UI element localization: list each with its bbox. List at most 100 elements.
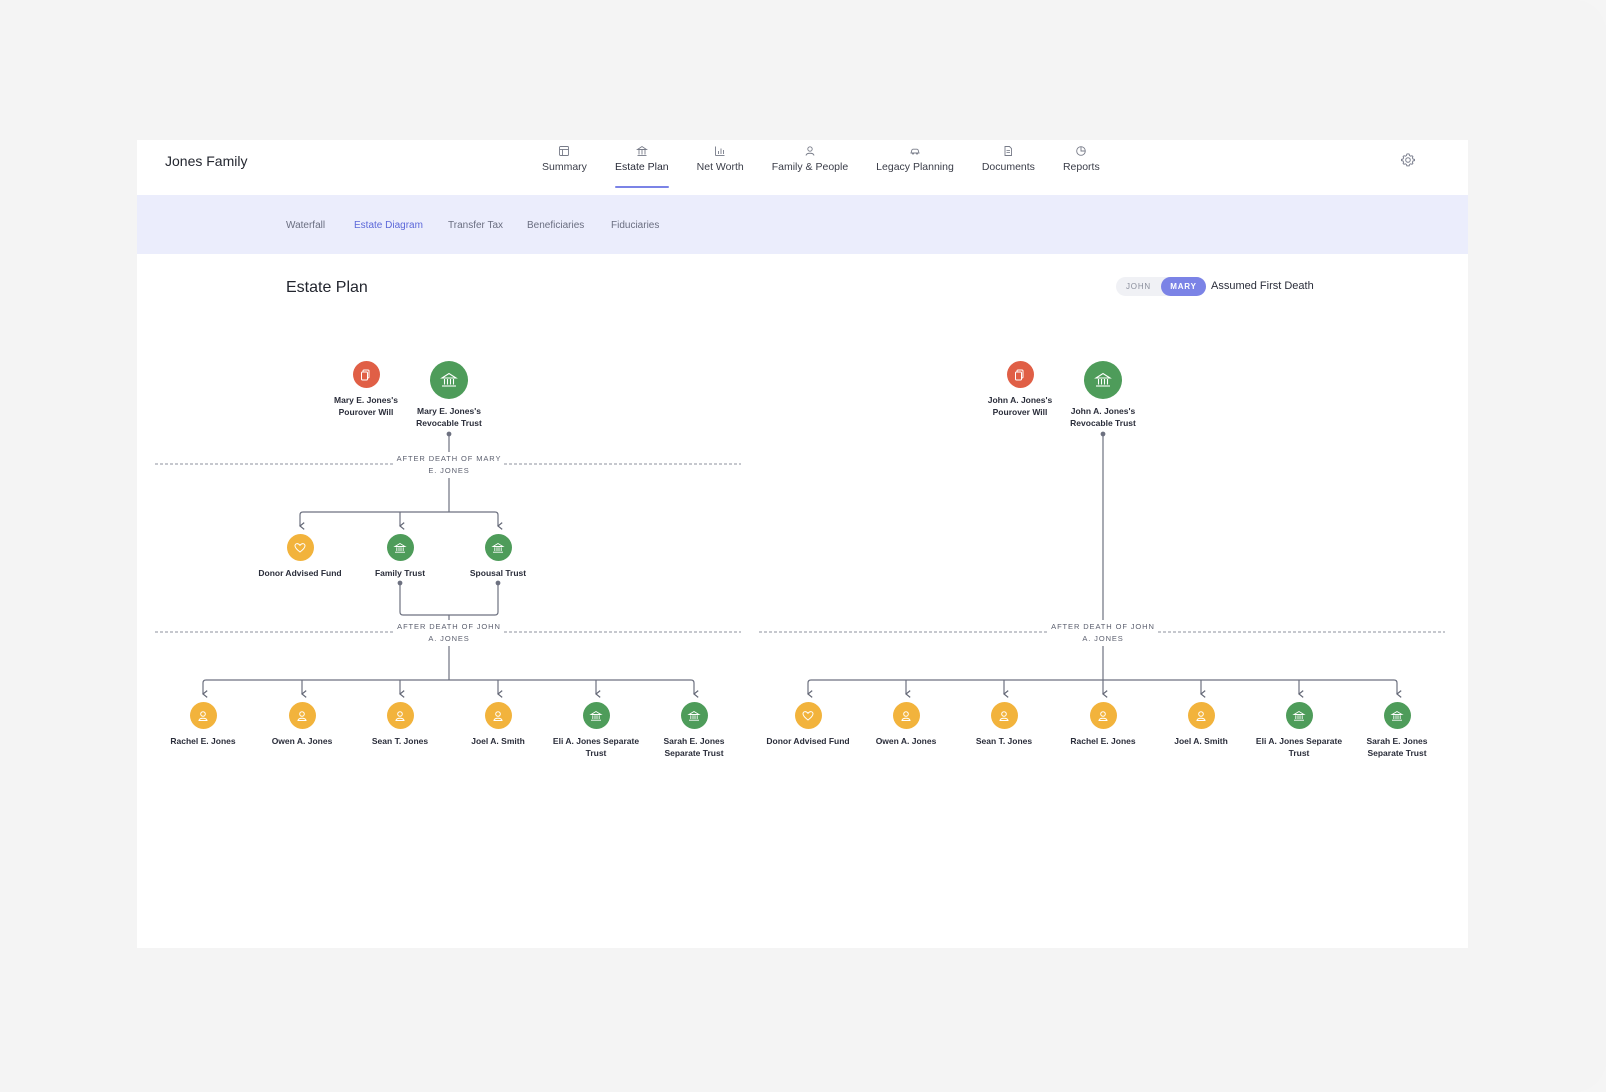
tab-label: Net Worth (696, 161, 744, 173)
sub-navigation: Waterfall Estate Diagram Transfer Tax Be… (137, 195, 1468, 254)
person-icon (395, 710, 405, 721)
top-navigation: Jones Family Summary Estate Plan Net Wor… (137, 140, 1468, 195)
heart-hand-icon (294, 542, 306, 553)
tab-net-worth[interactable]: Net Worth (697, 144, 744, 188)
toggle-mary[interactable]: MARY (1161, 277, 1206, 296)
node-label: Donor Advised Fund (766, 736, 850, 746)
bank-icon (589, 710, 603, 721)
first-death-toggle[interactable]: JOHN MARY (1116, 277, 1206, 296)
bank-icon (1094, 372, 1112, 387)
node-label: Sean T. Jones (975, 736, 1033, 746)
node-label: Sarah E. Jones Separate Trust (663, 736, 725, 758)
node-mary-revocable-trust[interactable]: Mary E. Jones's Revocable Trust (404, 361, 494, 429)
node-sean-t-jones-right[interactable]: Sean T. Jones (959, 702, 1049, 747)
person-icon (297, 710, 307, 721)
node-donor-advised-fund-left[interactable]: Donor Advised Fund (255, 534, 345, 579)
subnav-estate-diagram[interactable]: Estate Diagram (354, 220, 423, 231)
bank-icon (1292, 710, 1306, 721)
car-icon (910, 148, 920, 155)
node-label: Owen A. Jones (271, 736, 333, 746)
bank-icon (1390, 710, 1404, 721)
subnav-waterfall[interactable]: Waterfall (286, 220, 326, 231)
node-joel-a-smith-left[interactable]: Joel A. Smith (453, 702, 543, 747)
tab-family-people[interactable]: Family & People (772, 144, 848, 188)
node-eli-separate-trust-left[interactable]: Eli A. Jones Separate Trust (551, 702, 641, 759)
tab-label: Family & People (771, 161, 849, 173)
tab-documents[interactable]: Documents (982, 144, 1035, 188)
node-label: Donor Advised Fund (258, 568, 342, 578)
summary-icon (559, 146, 570, 156)
person-icon (1098, 710, 1108, 721)
node-label: Sarah E. Jones Separate Trust (1366, 736, 1428, 758)
node-label: Mary E. Jones's Pourover Will (334, 395, 398, 417)
node-label: Eli A. Jones Separate Trust (1255, 736, 1343, 758)
bank-icon (491, 542, 505, 553)
node-label: Family Trust (374, 568, 426, 578)
tab-legacy-planning[interactable]: Legacy Planning (876, 144, 954, 188)
estate-diagram: AFTER DEATH OF MARY E. JONES AFTER DEATH… (137, 140, 1468, 948)
node-label: Mary E. Jones's Revocable Trust (416, 406, 482, 428)
node-rachel-e-jones-left[interactable]: Rachel E. Jones (158, 702, 248, 747)
node-label: Owen A. Jones (875, 736, 937, 746)
node-label: Spousal Trust (469, 568, 527, 578)
node-label: Rachel E. Jones (170, 736, 236, 746)
app-window: Jones Family Summary Estate Plan Net Wor… (137, 140, 1468, 948)
toggle-john[interactable]: JOHN (1126, 282, 1151, 291)
node-sarah-separate-trust-right[interactable]: Sarah E. Jones Separate Trust (1352, 702, 1442, 759)
node-label: John A. Jones's Pourover Will (987, 395, 1053, 417)
tab-label: Legacy Planning (876, 161, 954, 173)
node-family-trust[interactable]: Family Trust (355, 534, 445, 579)
subnav-fiduciaries[interactable]: Fiduciaries (611, 220, 660, 231)
node-owen-a-jones-left[interactable]: Owen A. Jones (257, 702, 347, 747)
person-icon (1196, 710, 1206, 721)
node-label: Joel A. Smith (471, 736, 525, 746)
page-title: Estate Plan (286, 279, 368, 296)
person-icon (198, 710, 208, 721)
bank-icon (440, 372, 458, 387)
node-owen-a-jones-right[interactable]: Owen A. Jones (861, 702, 951, 747)
subnav-beneficiaries[interactable]: Beneficiaries (527, 220, 585, 231)
node-sean-t-jones-left[interactable]: Sean T. Jones (355, 702, 445, 747)
nav-tabs: Summary Estate Plan Net Worth Family & P… (542, 144, 1128, 188)
family-name: Jones Family (165, 153, 248, 169)
divider-after-death-john-left: AFTER DEATH OF JOHN A. JONES (396, 621, 502, 645)
tab-label: Estate Plan (614, 161, 669, 173)
divider-after-death-john-right: AFTER DEATH OF JOHN A. JONES (1050, 621, 1156, 645)
node-spousal-trust[interactable]: Spousal Trust (453, 534, 543, 579)
bank-icon (393, 542, 407, 553)
node-eli-separate-trust-right[interactable]: Eli A. Jones Separate Trust (1254, 702, 1344, 759)
tab-label: Summary (542, 161, 587, 173)
node-label: Rachel E. Jones (1070, 736, 1136, 746)
document-icon (1004, 146, 1013, 156)
tab-summary[interactable]: Summary (542, 144, 587, 188)
subnav-transfer-tax[interactable]: Transfer Tax (448, 220, 504, 231)
toggle-caption: Assumed First Death (1211, 280, 1314, 292)
tab-label: Reports (1062, 161, 1100, 173)
tab-estate-plan[interactable]: Estate Plan (614, 144, 669, 188)
person-icon (999, 710, 1009, 721)
tab-reports[interactable]: Reports (1063, 144, 1100, 188)
person-icon (805, 146, 815, 156)
node-label: Sean T. Jones (371, 736, 429, 746)
pie-chart-icon (1076, 146, 1087, 156)
tab-label: Documents (981, 161, 1035, 173)
node-donor-advised-fund-right[interactable]: Donor Advised Fund (763, 702, 853, 747)
node-john-revocable-trust[interactable]: John A. Jones's Revocable Trust (1058, 361, 1148, 429)
node-label: John A. Jones's Revocable Trust (1070, 406, 1136, 428)
node-john-pourover-will[interactable]: John A. Jones's Pourover Will (975, 361, 1065, 418)
building-icon (635, 145, 648, 156)
person-icon (493, 710, 503, 721)
person-icon (901, 710, 911, 721)
bar-chart-icon (715, 146, 725, 156)
heart-hand-icon (802, 710, 814, 721)
node-sarah-separate-trust-left[interactable]: Sarah E. Jones Separate Trust (649, 702, 739, 759)
document-icon (361, 369, 370, 380)
node-label: Joel A. Smith (1174, 736, 1228, 746)
diagram-connectors (155, 431, 1445, 698)
node-mary-pourover-will[interactable]: Mary E. Jones's Pourover Will (321, 361, 411, 418)
gear-icon[interactable] (1400, 152, 1416, 168)
node-rachel-e-jones-right[interactable]: Rachel E. Jones (1058, 702, 1148, 747)
node-joel-a-smith-right[interactable]: Joel A. Smith (1156, 702, 1246, 747)
node-label: Eli A. Jones Separate Trust (552, 736, 640, 758)
divider-after-death-mary: AFTER DEATH OF MARY E. JONES (396, 453, 502, 477)
